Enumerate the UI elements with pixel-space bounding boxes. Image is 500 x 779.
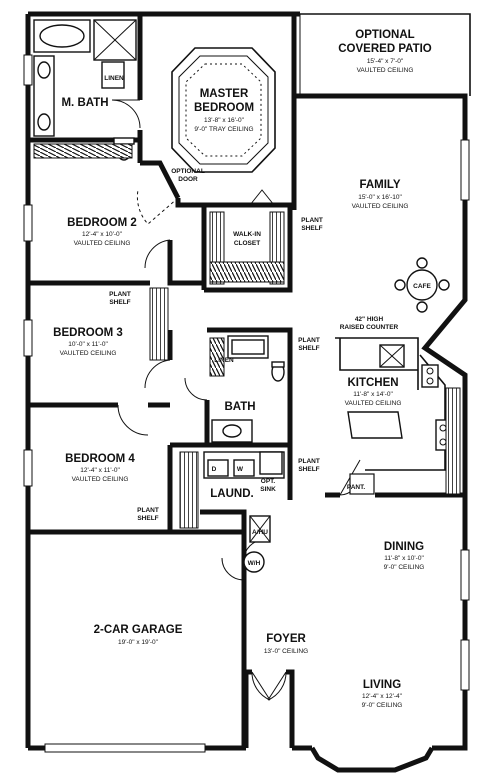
family-dims: 15'-0" x 16'-10" [358,194,402,201]
door-label: DOOR [178,176,198,183]
bedroom3-name: BEDROOM 3 [53,327,123,339]
closets [149,211,285,529]
closet-label: CLOSET [234,240,260,247]
cafe-table [394,257,450,313]
opt-label: OPT. [261,478,276,485]
optional-label: OPTIONAL [171,168,205,175]
bath-fixtures [211,335,285,443]
covered-patio [299,13,471,96]
garage-dims: 19'-0" x 19'-0" [118,639,159,646]
shelf-label-5: SHELF [137,515,158,522]
master-bath-fixtures [33,19,137,161]
bedroom2-name: BEDROOM 2 [67,217,137,229]
room-labels: OPTIONAL COVERED PATIO 15'-4" x 7'-0" VA… [53,29,432,709]
bedroom3-dims: 10'-0" x 11'-0" [68,341,108,348]
foyer-name: FOYER [266,633,306,645]
garage-name: 2-CAR GARAGE [94,624,183,636]
living-name: LIVING [363,679,401,691]
pantry-label: PANT. [347,484,365,491]
bedroom3-ceiling: VAULTED CEILING [60,350,117,357]
mbath-name: M. BATH [61,97,108,109]
family-ceiling: VAULTED CEILING [352,203,409,210]
sink-label: SINK [260,486,276,493]
plant-label-2: PLANT [109,291,131,298]
patio-ceiling: VAULTED CEILING [357,67,414,74]
bedroom4-ceiling: VAULTED CEILING [72,476,129,483]
bedroom4-name: BEDROOM 4 [65,453,135,465]
bath-linen-label: LINEN [214,357,234,364]
plant-label-4: PLANT [298,458,320,465]
shelf-label-2: SHELF [109,299,130,306]
bedroom2-dims: 12'-4" x 10'-0" [82,231,123,238]
shelf-label-1: SHELF [301,225,322,232]
kitchen-name: KITCHEN [347,377,398,389]
shelf-label-4: SHELF [298,466,319,473]
dining-ceiling: 9'-0" CEILING [384,564,425,571]
patio-name: OPTIONAL [355,29,414,41]
windows [23,54,470,753]
plant-label-3: PLANT [298,337,320,344]
bedroom4-dims: 12'-4" x 11'-0" [80,467,120,474]
bedroom2-ceiling: VAULTED CEILING [74,240,131,247]
master-ceiling: 9'-0" TRAY CEILING [194,126,253,133]
dining-name: DINING [384,541,424,553]
bath-name: BATH [224,401,255,413]
walkin-label: WALK-IN [233,231,261,238]
dining-dims: 11'-8" x 10'-0" [384,555,424,562]
kitchen-dims: 11'-8" x 14'-0" [353,391,393,398]
living-dims: 12'-4" x 12'-4" [362,693,403,700]
shelf-label-3: SHELF [298,345,319,352]
plant-label-1: PLANT [301,217,323,224]
living-ceiling: 9'-0" CEILING [362,702,403,709]
kitchen-ceiling: VAULTED CEILING [345,400,402,407]
foyer-ceiling: 13'-0" CEILING [264,648,308,655]
mbath-linen-label: LINEN [104,75,124,82]
patio-dims: 15'-4" x 7'-0" [367,58,404,65]
master-name: MASTER [200,88,249,100]
laundry-fixtures [203,451,285,573]
interior-walls [28,14,465,748]
wh-label: W/H [248,560,261,567]
cafe-label: CAFE [413,283,431,290]
washer-label: W [237,466,244,473]
family-name: FAMILY [359,179,400,191]
plant-label-5: PLANT [137,507,159,514]
ahu-label: A/HU [252,529,268,536]
master-name-2: BEDROOM [194,102,254,114]
counter-label-2: RAISED COUNTER [340,324,399,331]
tray-ceiling [171,47,276,173]
laund-name: LAUND. [210,488,253,500]
door-swings [111,99,361,701]
dryer-label: D [212,466,217,473]
counter-label-1: 42" HIGH [355,316,384,323]
patio-name-2: COVERED PATIO [338,43,432,55]
annotation-labels: CAFE WALK-IN CLOSET LINEN LINEN PLANT SH… [104,75,431,567]
kitchen-fixtures [335,337,461,495]
master-dims: 13'-8" x 16'-0" [204,117,245,124]
